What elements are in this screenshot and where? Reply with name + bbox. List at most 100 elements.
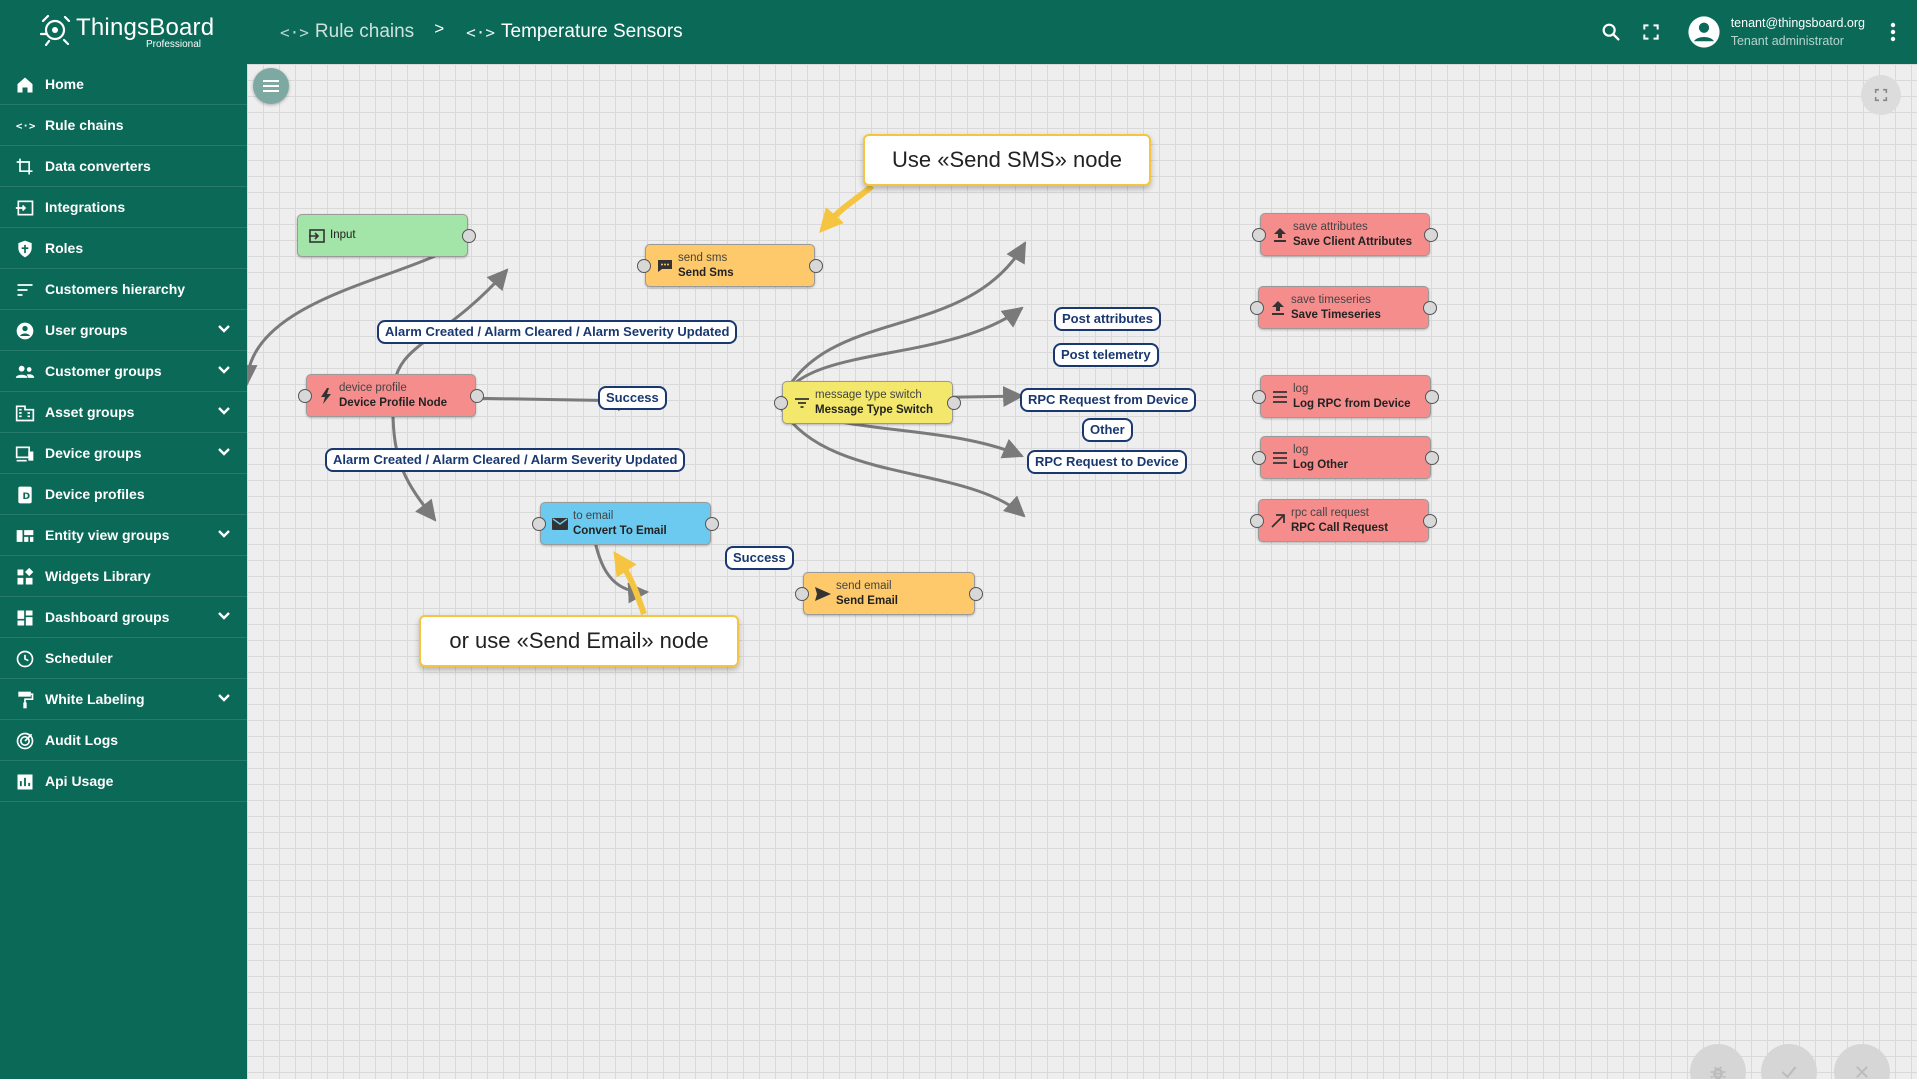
chevron-down-icon[interactable] — [217, 404, 231, 421]
input-port[interactable] — [1252, 451, 1266, 465]
user-menu[interactable]: tenant@thingsboard.org Tenant administra… — [1687, 14, 1865, 50]
sidebar-item-widgets-library[interactable]: Widgets Library — [0, 556, 247, 597]
input-port[interactable] — [637, 259, 651, 273]
logo-subtitle: Professional — [146, 39, 202, 50]
sidebar-item-audit-logs[interactable]: Audit Logs — [0, 720, 247, 761]
sidebar-item-device-groups[interactable]: Device groups — [0, 433, 247, 474]
callout-send-sms: Use «Send SMS» node — [863, 134, 1151, 186]
link-label-success-email[interactable]: Success — [725, 546, 794, 570]
link-label-post-attributes[interactable]: Post attributes — [1054, 307, 1162, 331]
sidebar-item-scheduler[interactable]: Scheduler — [0, 638, 247, 679]
output-port[interactable] — [947, 396, 961, 410]
output-port[interactable] — [1425, 390, 1439, 404]
input-port[interactable] — [1252, 390, 1266, 404]
sidebar-item-data-converters[interactable]: Data converters — [0, 146, 247, 187]
output-port[interactable] — [1423, 514, 1437, 528]
input-port[interactable] — [532, 517, 546, 531]
callout-arrow-email — [613, 551, 647, 615]
link-label-alarm-bottom[interactable]: Alarm Created / Alarm Cleared / Alarm Se… — [325, 448, 686, 472]
chevron-down-icon[interactable] — [217, 609, 231, 626]
chevron-down-icon[interactable] — [217, 322, 231, 339]
sms-icon — [656, 258, 674, 274]
rule-chain-icon: <·> — [14, 115, 36, 137]
link-label-rpc-to-device[interactable]: RPC Request to Device — [1027, 450, 1187, 474]
format-paint-icon — [14, 689, 36, 711]
output-port[interactable] — [1423, 301, 1437, 315]
logo-name: ThingsBoard — [76, 14, 215, 41]
link-label-rpc-from-device[interactable]: RPC Request from Device — [1020, 388, 1197, 412]
node-type: message type switch — [815, 389, 922, 401]
sidebar-item-api-usage[interactable]: Api Usage — [0, 761, 247, 802]
canvas-fullscreen-button[interactable] — [1861, 75, 1901, 115]
library-toggle-button[interactable] — [253, 68, 289, 104]
input-port[interactable] — [1252, 228, 1266, 242]
sidebar-item-user-groups[interactable]: User groups — [0, 310, 247, 351]
more-vert-icon — [1890, 22, 1896, 42]
output-port[interactable] — [705, 517, 719, 531]
breadcrumb: <·> Rule chains > <·> Temperature Sensor… — [280, 0, 683, 64]
link-label-success[interactable]: Success — [598, 386, 667, 410]
sidebar-item-label: Device profiles — [45, 486, 145, 502]
email-icon — [551, 516, 569, 532]
input-port[interactable] — [298, 389, 312, 403]
more-button[interactable] — [1873, 12, 1913, 52]
link-label-post-telemetry[interactable]: Post telemetry — [1053, 343, 1159, 367]
search-button[interactable] — [1591, 12, 1631, 52]
breadcrumb-rule-chains[interactable]: <·> Rule chains — [280, 21, 414, 43]
input-port[interactable] — [774, 396, 788, 410]
input-port[interactable] — [1250, 514, 1264, 528]
fullscreen-button[interactable] — [1631, 12, 1671, 52]
output-port[interactable] — [470, 389, 484, 403]
output-port[interactable] — [969, 587, 983, 601]
sidebar-item-white-labeling[interactable]: White Labeling — [0, 679, 247, 720]
check-icon — [1781, 1066, 1797, 1079]
output-port[interactable] — [809, 259, 823, 273]
output-port[interactable] — [1424, 228, 1438, 242]
chevron-down-icon[interactable] — [217, 527, 231, 544]
input-port[interactable] — [795, 587, 809, 601]
sidebar-item-asset-groups[interactable]: Asset groups — [0, 392, 247, 433]
sidebar-item-customers-hierarchy[interactable]: Customers hierarchy — [0, 269, 247, 310]
svg-text:D: D — [23, 491, 31, 502]
chevron-down-icon[interactable] — [217, 363, 231, 380]
node-name: Input — [330, 229, 356, 241]
sidebar-item-rule-chains[interactable]: <·>Rule chains — [0, 105, 247, 146]
sidebar-item-device-profiles[interactable]: D Device profiles — [0, 474, 247, 515]
sidebar-item-customer-groups[interactable]: Customer groups — [0, 351, 247, 392]
sidebar-item-home[interactable]: Home — [0, 64, 247, 105]
link-label-other[interactable]: Other — [1082, 418, 1133, 442]
domain-icon — [14, 402, 36, 424]
top-toolbar: ThingsBoard Professional <·> Rule chains… — [0, 0, 1917, 64]
node-type: device profile — [339, 382, 407, 394]
view-quilt-icon — [14, 525, 36, 547]
chevron-down-icon[interactable] — [217, 445, 231, 462]
sidebar-item-label: Asset groups — [45, 404, 135, 420]
sidebar-item-dashboard-groups[interactable]: Dashboard groups — [0, 597, 247, 638]
sidebar-item-roles[interactable]: Roles — [0, 228, 247, 269]
output-port[interactable] — [1425, 451, 1439, 465]
input-port[interactable] — [1250, 301, 1264, 315]
chevron-down-icon[interactable] — [217, 691, 231, 708]
transform-icon — [14, 156, 36, 178]
thingsboard-logo[interactable]: ThingsBoard Professional — [38, 12, 214, 52]
sidebar-item-entity-view-groups[interactable]: Entity view groups — [0, 515, 247, 556]
output-port[interactable] — [462, 229, 476, 243]
node-input[interactable]: Input — [297, 214, 476, 257]
node-name: Send Sms — [678, 267, 734, 279]
rule-links-layer — [247, 183, 1027, 615]
fullscreen-icon — [1874, 88, 1888, 102]
link-label-alarm-top[interactable]: Alarm Created / Alarm Cleared / Alarm Se… — [377, 320, 738, 344]
insert-chart-icon — [14, 771, 36, 793]
sidebar-item-integrations[interactable]: Integrations — [0, 187, 247, 228]
